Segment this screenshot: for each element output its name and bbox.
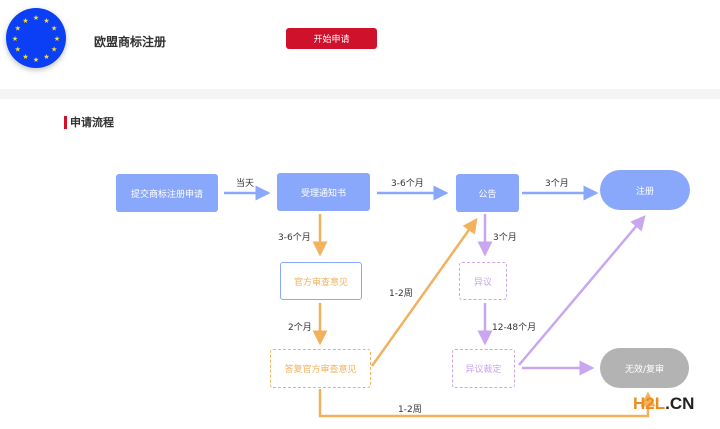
label-receipt-publish: 3-6个月 <box>391 179 424 189</box>
label-reply-invalid: 1-2周 <box>398 405 422 415</box>
arrow-ruling-register <box>518 215 646 366</box>
page-title: 欧盟商标注册 <box>94 35 167 49</box>
arrow-reply-invalid <box>318 389 656 418</box>
label-reply-publish: 1-2周 <box>389 289 413 299</box>
node-register: 注册 <box>600 170 690 210</box>
node-opposition: 异议 <box>459 262 507 300</box>
star-icon: ★ <box>51 46 57 54</box>
star-icon: ★ <box>15 46 21 54</box>
star-icon: ★ <box>22 53 28 61</box>
label-same-day: 当天 <box>236 179 255 189</box>
watermark-suffix: .CN <box>665 394 695 413</box>
star-icon: ★ <box>33 56 39 64</box>
star-icon: ★ <box>33 14 39 22</box>
label-publish-register: 3个月 <box>545 179 569 189</box>
node-invalid: 无效/复审 <box>600 348 689 388</box>
star-icon: ★ <box>43 53 49 61</box>
node-reply-opinion: 答复官方审查意见 <box>270 349 371 388</box>
label-publish-opposition: 3个月 <box>493 233 517 243</box>
star-icon: ★ <box>43 17 49 25</box>
start-application-button[interactable]: 开始申请 <box>286 28 377 49</box>
node-publish: 公告 <box>456 174 519 212</box>
watermark-prefix: H2L <box>633 394 666 413</box>
star-icon: ★ <box>51 25 57 33</box>
star-icon: ★ <box>15 25 21 33</box>
node-official-opinion: 官方审查意见 <box>280 262 362 300</box>
label-opposition-ruling: 12-48个月 <box>492 323 537 333</box>
node-submit: 提交商标注册申请 <box>116 174 218 212</box>
eu-flag-logo: ★★★★★★★★★★★★ <box>6 8 66 68</box>
node-receipt: 受理通知书 <box>277 173 370 211</box>
star-icon: ★ <box>54 35 60 43</box>
divider-band <box>0 89 720 99</box>
star-icon: ★ <box>12 35 18 43</box>
watermark: H2L.CN <box>633 394 694 414</box>
section-title: 申请流程 <box>64 116 114 129</box>
label-receipt-opinion: 3-6个月 <box>278 233 311 243</box>
label-opinion-reply: 2个月 <box>288 323 312 333</box>
arrow-reply-publish <box>370 217 478 367</box>
node-opposition-ruling: 异议裁定 <box>452 349 515 388</box>
star-icon: ★ <box>22 17 28 25</box>
